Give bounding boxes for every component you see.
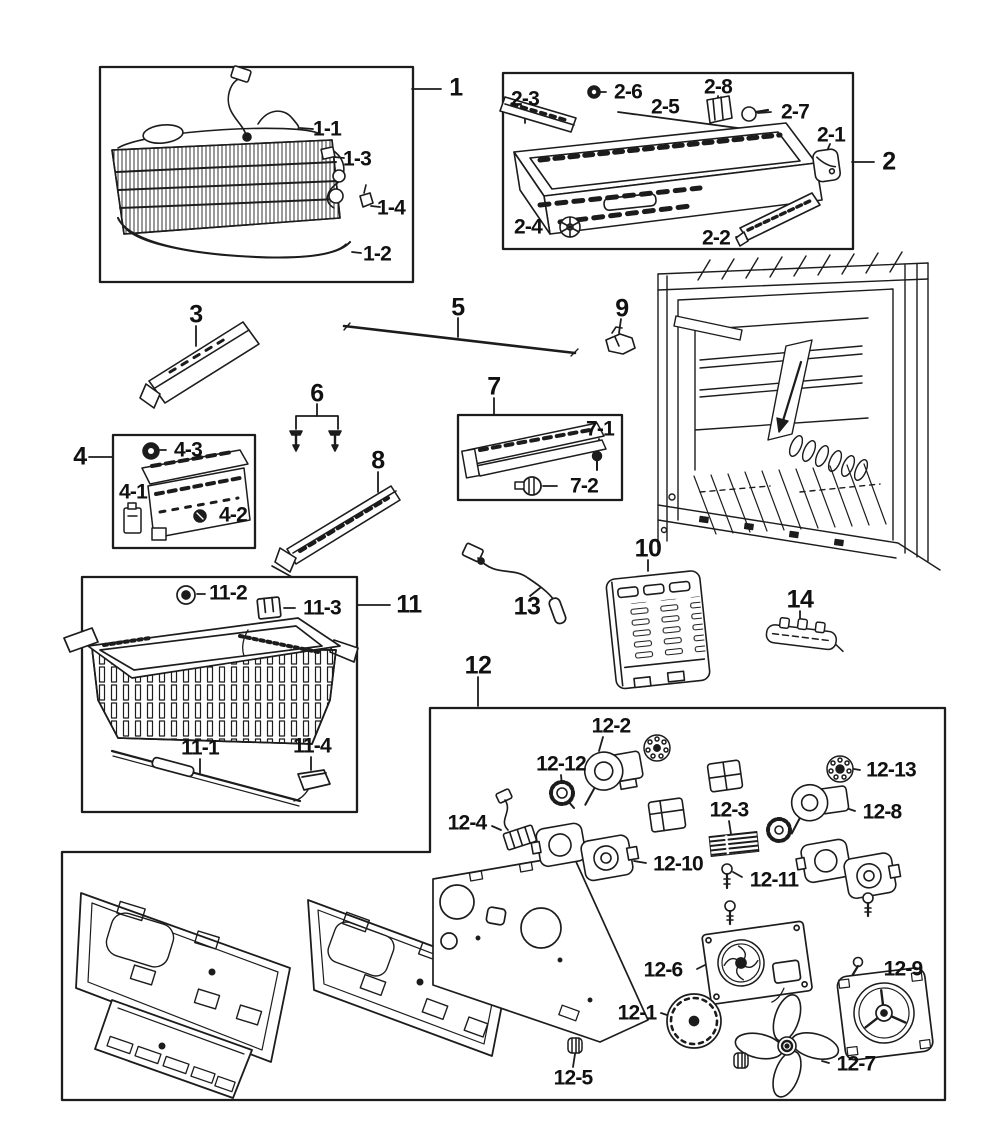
insulation-panel-lid [94, 999, 253, 1099]
slide-rail-assembly-7 [461, 422, 607, 496]
gear-12-12 [549, 780, 575, 809]
grommet-middle [733, 1052, 749, 1069]
group-7-box [456, 413, 624, 502]
gear-lower [766, 817, 792, 843]
grille-10 [605, 570, 711, 690]
clip-1-3 [320, 146, 336, 160]
bracket-cube-middle [647, 797, 687, 833]
clip-1-4 [359, 184, 374, 208]
insulation-panel-middle [307, 899, 509, 1057]
rivets-6 [289, 430, 342, 452]
spoked-wheel-upper [643, 734, 671, 762]
group-4-box [111, 433, 257, 550]
fan-motor-plate-12-6 [701, 920, 813, 1005]
group-boundaries [60, 65, 947, 1102]
damper-motors-right [795, 838, 902, 900]
freezer-basket-assembly [63, 585, 359, 807]
screw-12-11 [721, 863, 733, 890]
fan-shroud-12-9 [836, 967, 934, 1061]
wire-harness-12-4 [495, 788, 538, 851]
bracket-cube-12-3 [706, 759, 744, 793]
freezer-cabinet [657, 251, 941, 571]
evaporator-assembly [111, 65, 374, 259]
latch-9 [605, 326, 636, 355]
fan-motor-12-8 [790, 783, 850, 835]
bracket-2-1 [812, 148, 841, 183]
grommet-12-5 [567, 1037, 583, 1054]
control-assembly-4 [123, 442, 251, 541]
grommet-7-2 [522, 476, 542, 496]
sensor-wire-13 [461, 542, 567, 625]
group-11-box [80, 575, 359, 814]
defrost-heater-coil-12-3 [708, 831, 760, 857]
clip-11-4 [293, 769, 331, 802]
fan-motor-12-2 [583, 750, 644, 806]
slide-rod-11-1 [110, 749, 302, 807]
group-2-box [501, 71, 855, 251]
gear-12-13 [826, 755, 854, 783]
divider-11-3 [256, 596, 282, 620]
mounting-screws [724, 892, 874, 978]
screw-2-7 [741, 106, 757, 122]
bracket-2-8 [706, 95, 733, 124]
fan-blade-12-7 [734, 994, 840, 1098]
rod-5 [342, 322, 579, 357]
rail-3 [139, 321, 260, 409]
insulation-panel-left [75, 892, 291, 1063]
rail-8 [271, 485, 401, 578]
group-12-box [60, 706, 947, 1102]
part-4-1 [123, 507, 142, 534]
wire-1-1 [257, 110, 300, 130]
blower-wheel-12-1 [666, 993, 722, 1049]
damper-motors-12-10 [530, 822, 640, 882]
freezer-drawer-assembly [499, 85, 841, 247]
group-1-box [98, 65, 415, 284]
hook-bracket-14 [765, 616, 844, 653]
